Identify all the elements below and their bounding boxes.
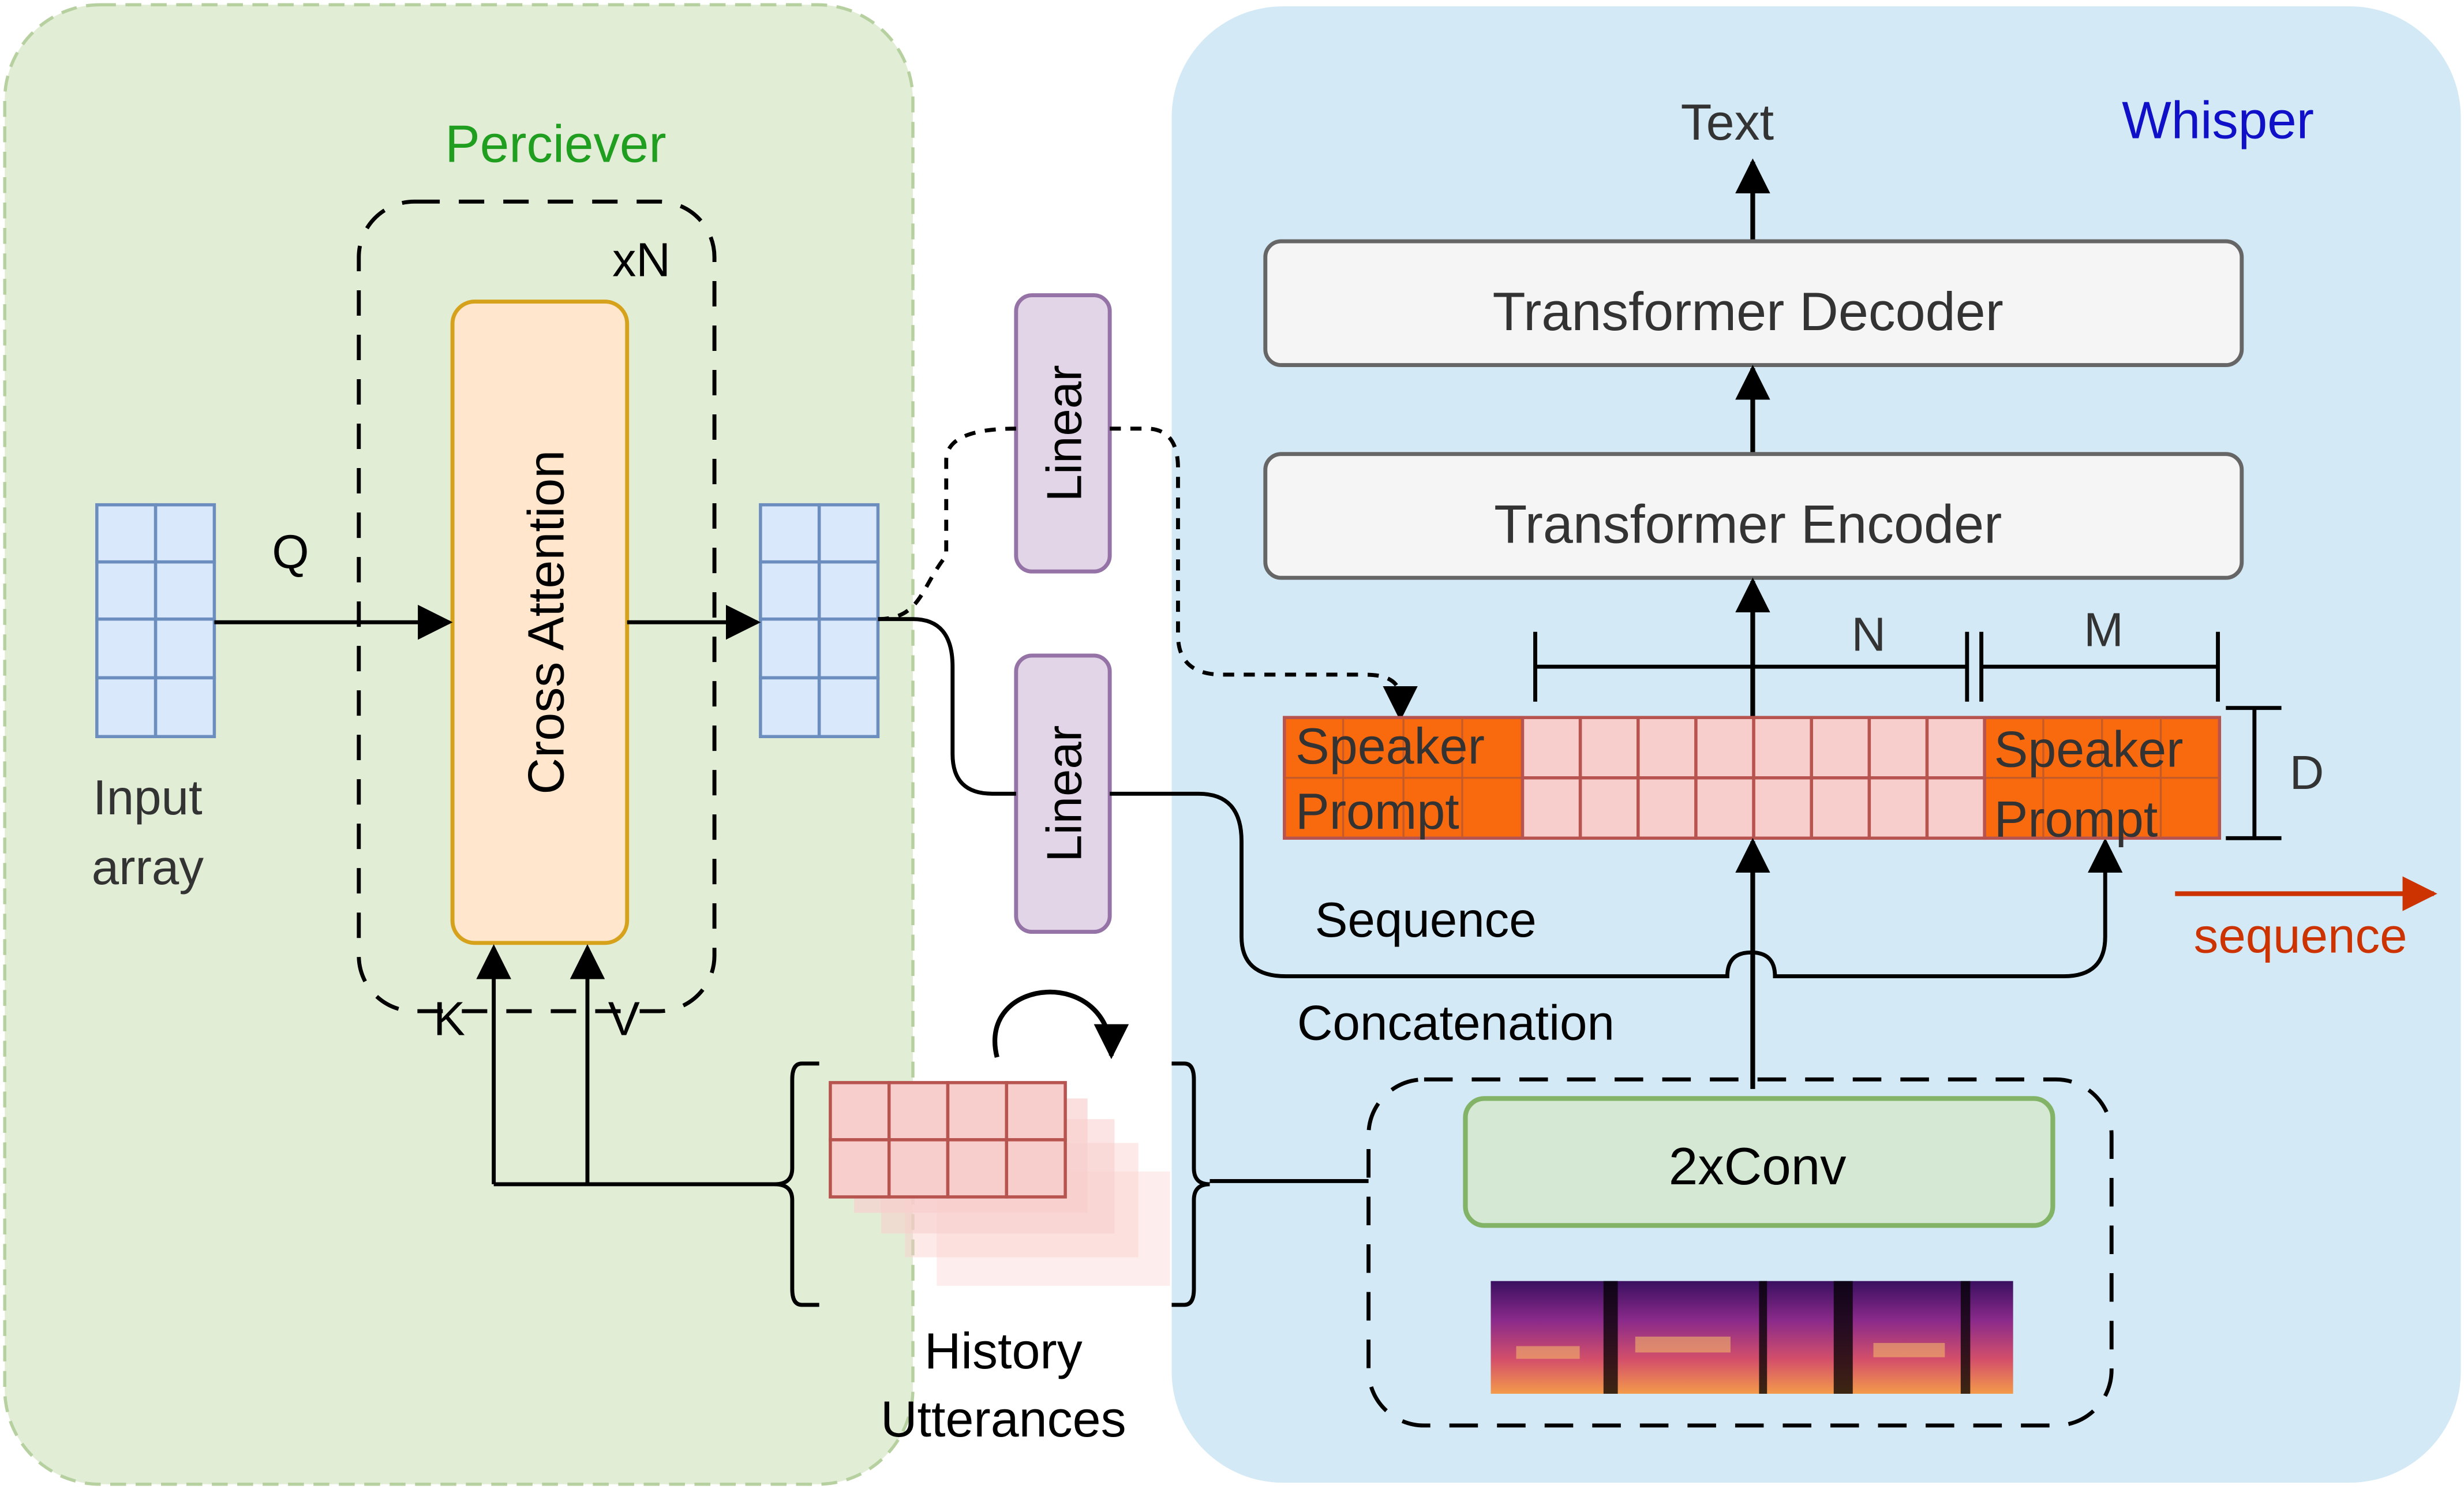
input-array-grid (95, 503, 216, 738)
n-dimension-bracket (1533, 631, 1969, 702)
key-label: K (433, 992, 465, 1045)
speaker-prompt-left-line2: Prompt (1295, 783, 1459, 840)
concatenation-label: Concatenation (1297, 996, 1615, 1051)
repeat-count-label: xN (612, 234, 671, 287)
sequence-direction-label: sequence (2194, 908, 2407, 963)
speaker-prompt-right-line1: Speaker (1994, 721, 2184, 778)
n-label: N (1851, 608, 1886, 661)
linear-top-label: Linear (1038, 365, 1092, 502)
value-label: V (608, 992, 640, 1045)
speaker-prompt-right-line2: Prompt (1994, 791, 2158, 848)
m-label: M (2084, 603, 2124, 656)
query-label: Q (272, 526, 309, 579)
latent-to-linear-top-connector (878, 427, 1016, 622)
text-output-label: Text (1681, 93, 1774, 151)
m-dimension-bracket (1979, 631, 2220, 702)
latent-output-grid (759, 503, 880, 738)
history-left-brace (774, 1061, 819, 1307)
latent-to-linear-bottom-connector (878, 617, 1016, 796)
token-sequence: Speaker Prompt Speaker Prompt (1283, 716, 2222, 848)
linear-block-top (1014, 293, 1112, 574)
input-array-label-line1: Input (93, 770, 203, 825)
cross-attention-label: Cross Attention (518, 450, 575, 795)
audio-frontend-boundary (1366, 1077, 2114, 1428)
linear-bottom-to-concat-connector (1110, 791, 2123, 979)
audio-token-cells (1521, 716, 1986, 840)
conv-label: 2xConv (1669, 1138, 1847, 1196)
input-array-label-line2: array (92, 840, 204, 895)
conv-block (1463, 1096, 2055, 1228)
sequence-label: Sequence (1315, 893, 1537, 948)
mel-spectrogram-image (1491, 1281, 2013, 1394)
repeat-block-boundary (357, 199, 717, 1013)
history-update-loop-arrow (993, 989, 1129, 1060)
speaker-prompt-left-line1: Speaker (1295, 717, 1485, 775)
d-label: D (2290, 746, 2324, 799)
history-label-line2: Utterances (881, 1390, 1126, 1447)
history-utterance-stack (829, 1081, 1170, 1286)
history-label-line1: History (924, 1322, 1083, 1379)
whisper-title: Whisper (2122, 91, 2314, 149)
d-dimension-bracket (2226, 706, 2282, 840)
linear-bottom-label: Linear (1038, 725, 1092, 862)
perceiver-title: Perciever (445, 115, 666, 174)
history-right-brace (1171, 1061, 1210, 1307)
transformer-encoder-label: Transformer Encoder (1494, 494, 2002, 555)
linear-top-to-prompt-connector (1110, 427, 1418, 721)
transformer-decoder-label: Transformer Decoder (1493, 281, 2004, 342)
